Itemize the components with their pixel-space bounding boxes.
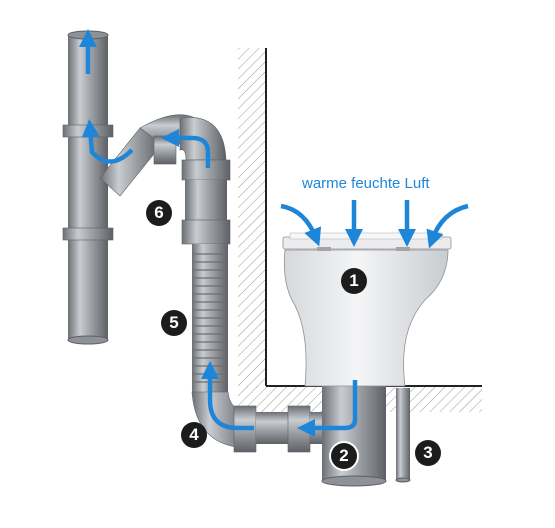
marker-5: 5 [161,310,187,336]
marker-2: 2 [331,443,357,469]
service-pipe [395,388,411,483]
airflow-arrow-icon [280,203,322,247]
airflow-caption: warme feuchte Luft [302,175,430,192]
marker-1: 1 [341,268,367,294]
airflow-arrow-icon [297,380,358,437]
airflow-arrow-icon [81,119,134,164]
airflow-arrows [79,29,469,437]
marker-3: 3 [415,440,441,466]
airflow-arrow-icon [201,361,254,431]
marker-6: 6 [146,200,172,226]
stack-pipe [62,30,163,345]
toilet-bowl [282,232,452,387]
marker-4: 4 [181,422,207,448]
airflow-arrow-icon [161,129,211,168]
airflow-arrow-icon [426,203,469,249]
